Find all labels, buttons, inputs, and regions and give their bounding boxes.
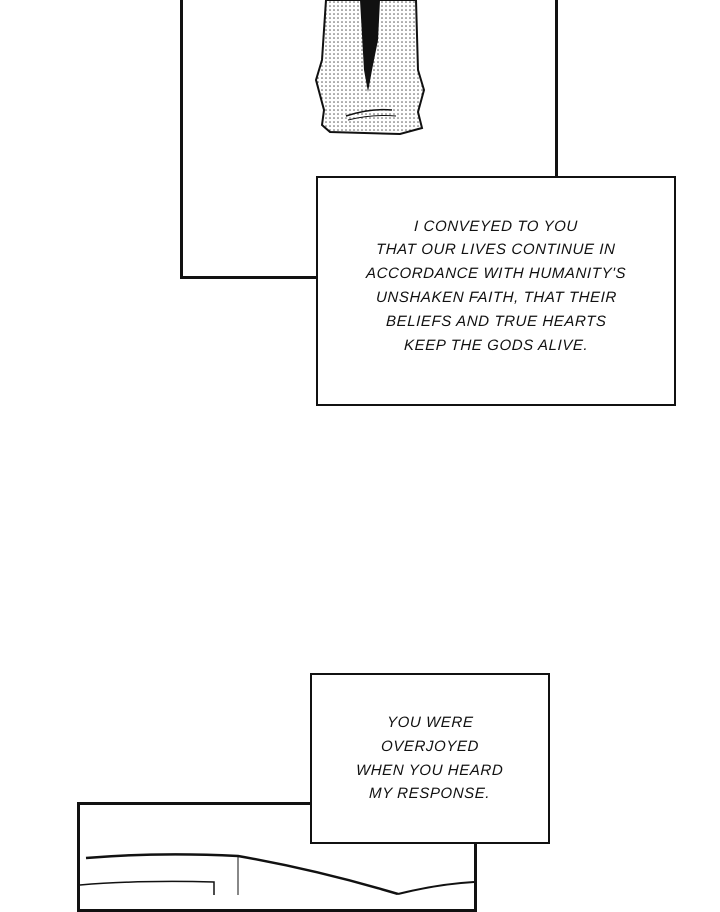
narration-caption-1: I conveyed to you that our lives continu… bbox=[316, 176, 676, 406]
caption-line: unshaken faith, that their bbox=[375, 289, 617, 306]
caption-line: my response. bbox=[369, 785, 491, 803]
caption-line: overjoyed bbox=[380, 737, 480, 755]
caption-line: accordance with humanity's bbox=[365, 265, 627, 283]
panel-bottom-line-art bbox=[79, 853, 475, 895]
caption-line: keep the gods alive. bbox=[403, 336, 589, 354]
caption-line: when you heard bbox=[356, 761, 504, 779]
caption-line: I conveyed to you bbox=[413, 217, 579, 235]
caption-line: that our lives continue in bbox=[375, 241, 617, 259]
caption-line: beliefs and true hearts bbox=[385, 312, 607, 330]
caption-line: You were bbox=[386, 713, 474, 731]
robed-figure-illustration bbox=[314, 0, 426, 136]
narration-caption-2: You were overjoyed when you heard my res… bbox=[310, 673, 550, 844]
